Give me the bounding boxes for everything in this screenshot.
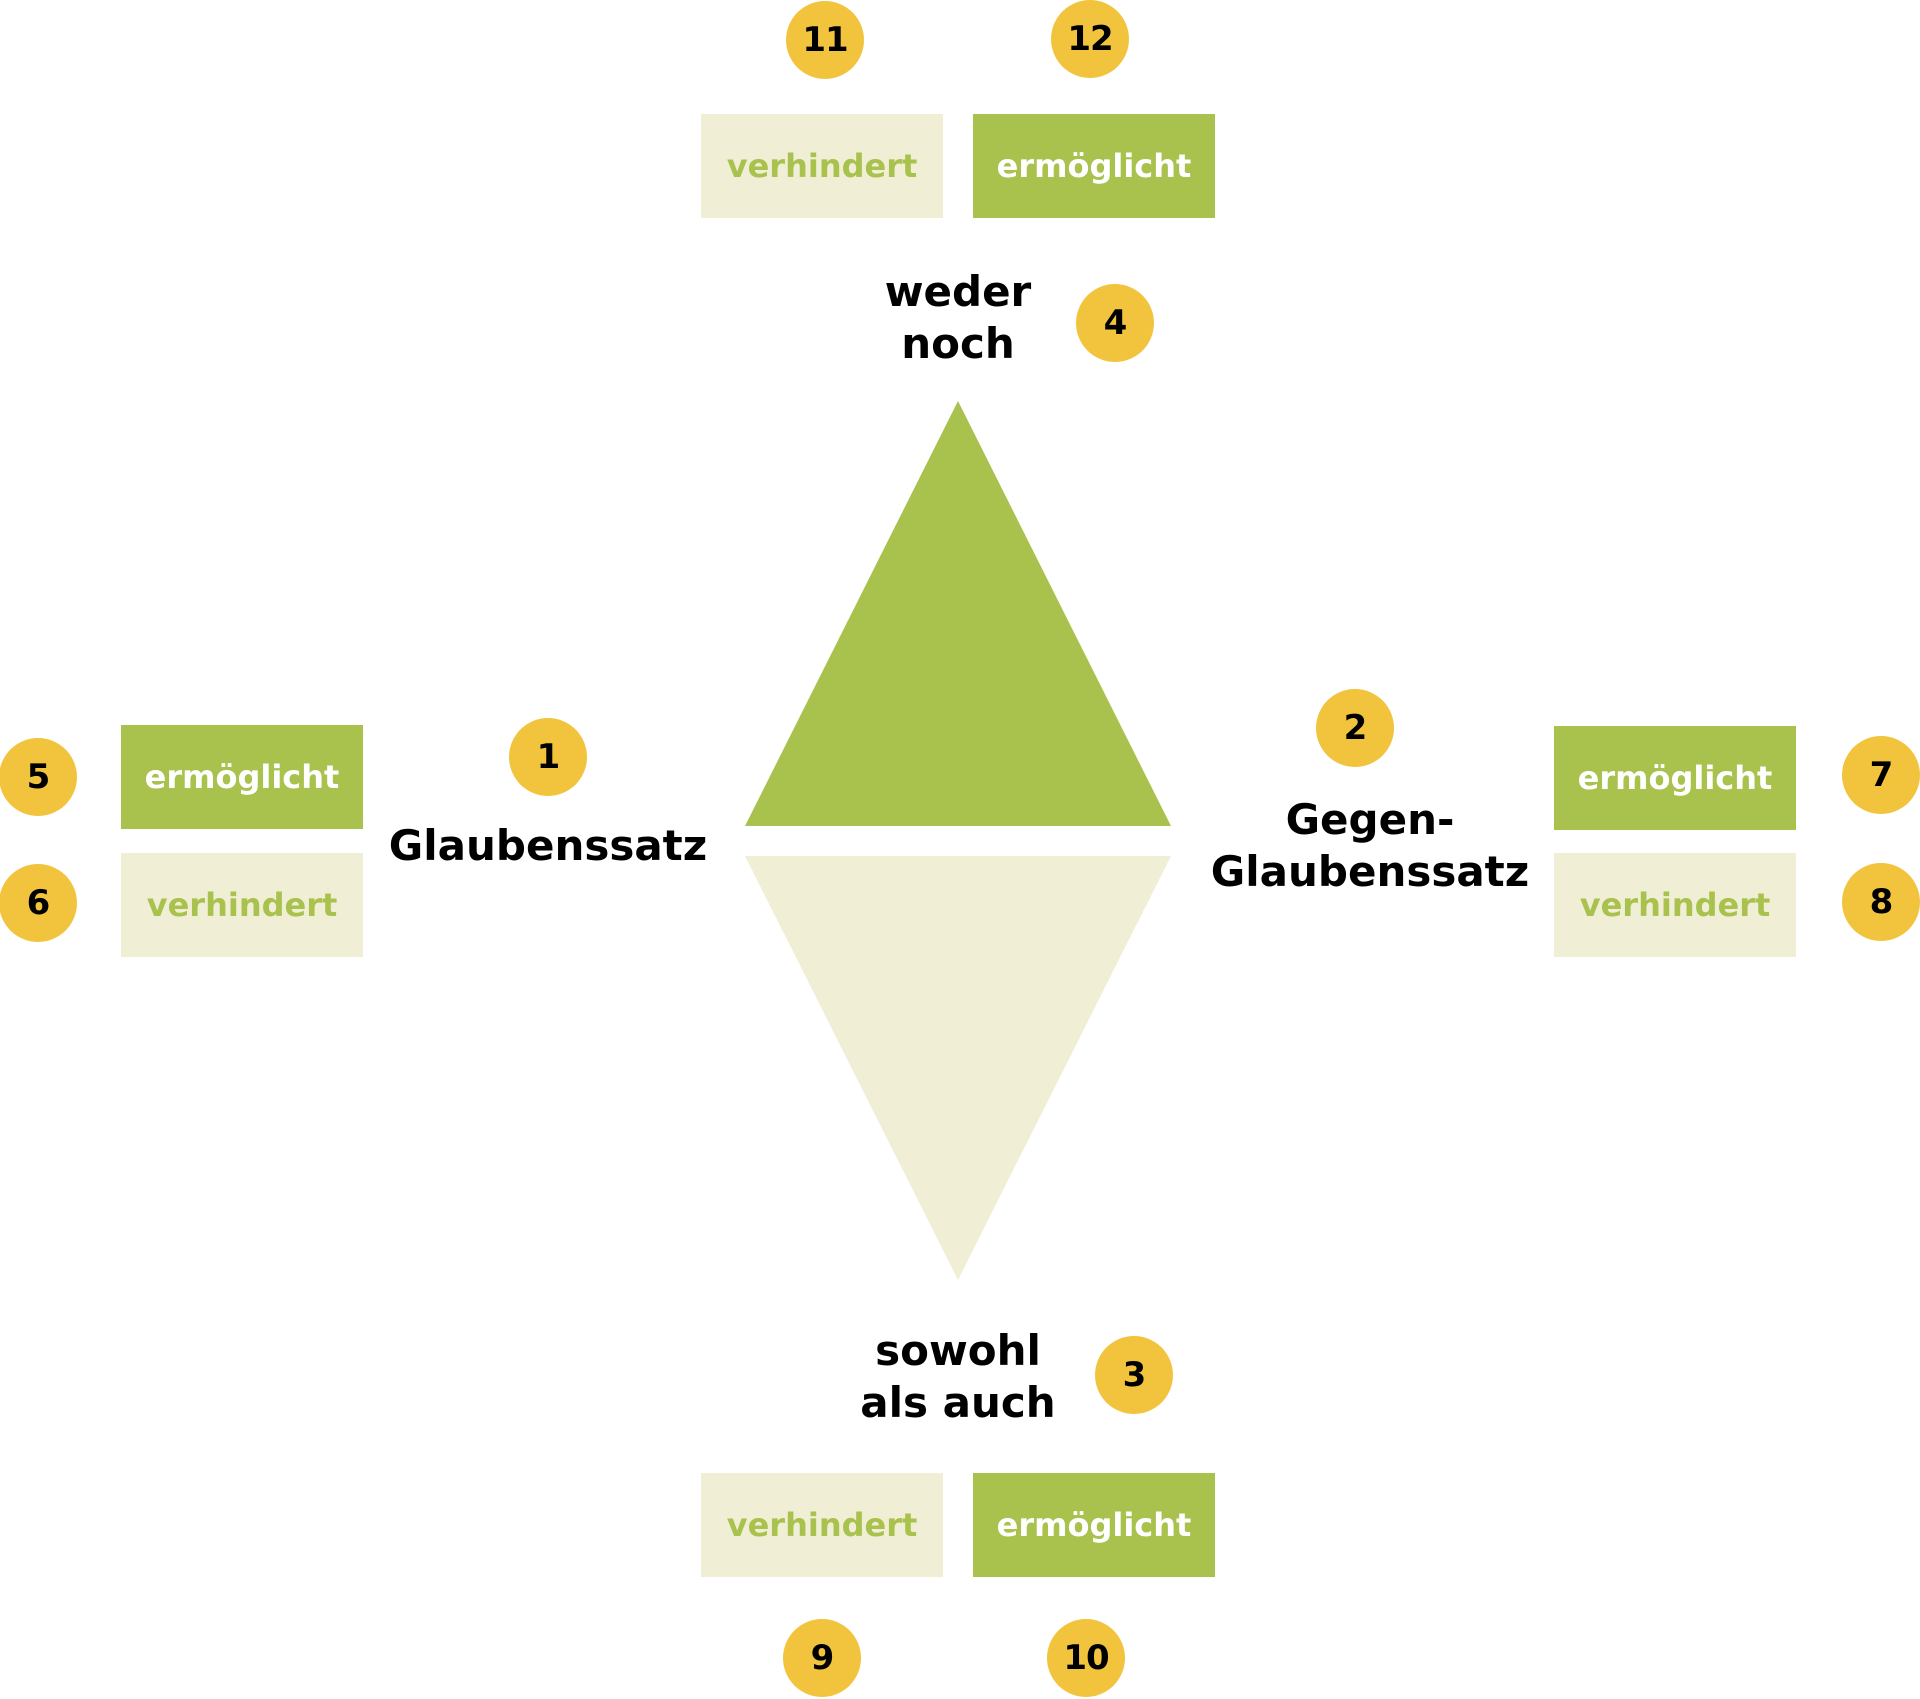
left-enables-box[interactable]: ermöglicht bbox=[121, 725, 363, 829]
top-enables-box[interactable]: ermöglicht bbox=[973, 114, 1215, 218]
badge-4: 4 bbox=[1076, 284, 1154, 362]
box-label: ermöglicht bbox=[996, 1506, 1192, 1544]
label-line: Glaubenssatz bbox=[388, 821, 708, 870]
badge-9: 9 bbox=[783, 1619, 861, 1697]
badge-12: 12 bbox=[1051, 0, 1129, 78]
box-label: verhindert bbox=[726, 147, 918, 185]
right-prevents-box[interactable]: verhindert bbox=[1554, 853, 1796, 957]
box-label: ermöglicht bbox=[144, 758, 340, 796]
bottom-enables-box[interactable]: ermöglicht bbox=[973, 1473, 1215, 1577]
badge-2: 2 bbox=[1316, 689, 1394, 767]
badge-11: 11 bbox=[786, 1, 864, 79]
label-gegen-glaubenssatz: Gegen- Glaubenssatz bbox=[1200, 794, 1540, 898]
badge-7: 7 bbox=[1842, 736, 1920, 814]
box-label: verhindert bbox=[726, 1506, 918, 1544]
badge-6: 6 bbox=[0, 864, 77, 942]
box-label: ermöglicht bbox=[1577, 759, 1773, 797]
label-line: Gegen- bbox=[1285, 795, 1455, 844]
badge-5: 5 bbox=[0, 738, 77, 816]
label-line: sowohl bbox=[875, 1326, 1041, 1375]
lower-triangle bbox=[745, 856, 1171, 1280]
right-enables-box[interactable]: ermöglicht bbox=[1554, 726, 1796, 830]
badge-10: 10 bbox=[1047, 1619, 1125, 1697]
label-weder-noch: weder noch bbox=[858, 266, 1058, 370]
upper-triangle bbox=[745, 401, 1171, 826]
badge-8: 8 bbox=[1842, 863, 1920, 941]
label-sowohl-als-auch: sowohl als auch bbox=[838, 1325, 1078, 1429]
label-glaubenssatz: Glaubenssatz bbox=[380, 820, 716, 872]
top-prevents-box[interactable]: verhindert bbox=[701, 114, 943, 218]
badge-3: 3 bbox=[1095, 1336, 1173, 1414]
badge-1: 1 bbox=[509, 718, 587, 796]
label-line: weder bbox=[884, 267, 1032, 316]
box-label: ermöglicht bbox=[996, 147, 1192, 185]
label-line: noch bbox=[901, 319, 1015, 368]
box-label: verhindert bbox=[146, 886, 338, 924]
box-label: verhindert bbox=[1579, 886, 1771, 924]
bottom-prevents-box[interactable]: verhindert bbox=[701, 1473, 943, 1577]
left-prevents-box[interactable]: verhindert bbox=[121, 853, 363, 957]
label-line: Glaubenssatz bbox=[1210, 847, 1530, 896]
label-line: als auch bbox=[860, 1378, 1056, 1427]
